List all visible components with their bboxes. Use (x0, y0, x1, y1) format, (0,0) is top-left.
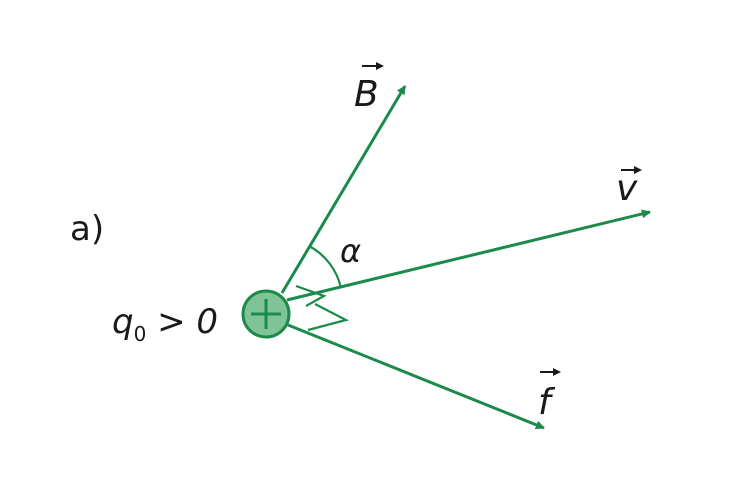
vector-v-label: v (616, 168, 638, 209)
vector-b-label: B (354, 74, 379, 115)
charge-relation: > 0 (146, 302, 218, 342)
right-angle-mark-b (295, 284, 327, 307)
vector-v-label-group: v (616, 166, 642, 209)
vector-f-label: f (538, 382, 556, 423)
vector-b-overarrow-head (376, 62, 384, 70)
vector-f-label-group: f (538, 368, 561, 423)
vector-b-label-group: B (354, 62, 384, 115)
vector-f-overarrow-head (553, 368, 561, 376)
vector-v-arrow (286, 209, 651, 302)
vector-b-arrow (280, 85, 407, 294)
right-angle-mark-f (307, 303, 350, 332)
charge-subscript: 0 (134, 322, 147, 346)
charge-label: q0 > 0 (112, 302, 218, 346)
angle-alpha-arc (308, 245, 343, 289)
vector-v-overarrow-head (634, 166, 642, 174)
panel-label: a) (70, 209, 104, 249)
plus-circle-icon (241, 289, 291, 339)
angle-label: α (340, 232, 361, 270)
charge-symbol: q (112, 302, 134, 342)
vector-f-arrow (287, 323, 545, 430)
